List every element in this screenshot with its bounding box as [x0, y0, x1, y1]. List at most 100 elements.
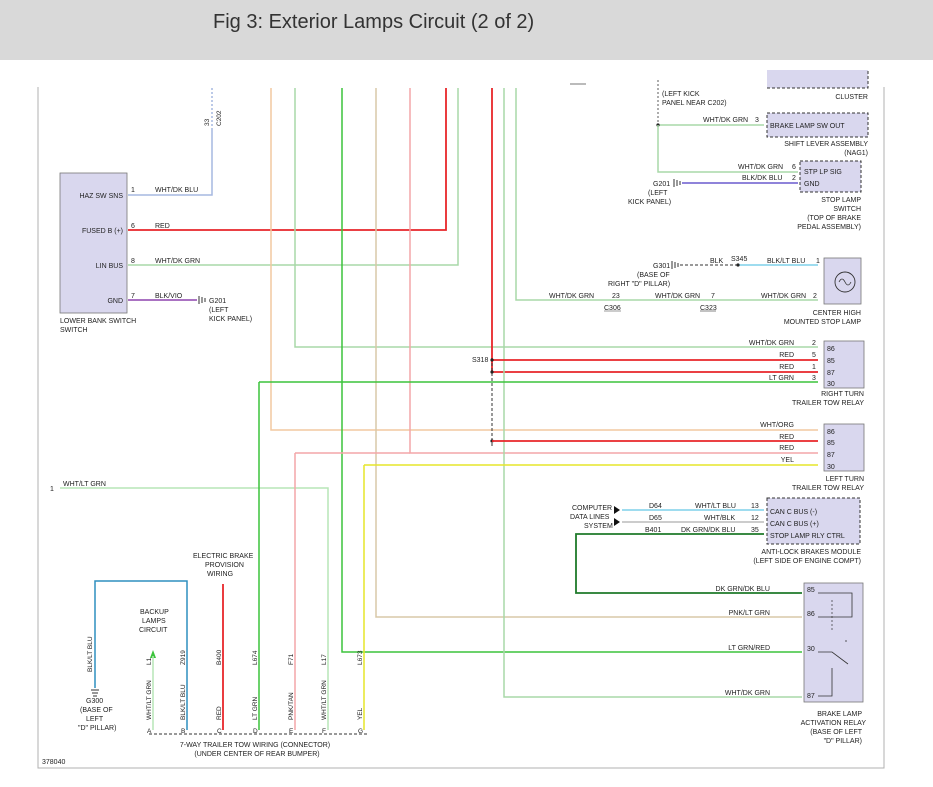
wire-label-blk-dk-blu: BLK/DK BLU: [742, 175, 782, 182]
computer-label-3: SYSTEM: [584, 523, 613, 530]
wire-stp-lp-sig: [657, 125, 798, 173]
ground-g301-loc-1: (BASE OF: [637, 272, 670, 279]
blr-name-2: ACTIVATION RELAY: [801, 720, 867, 727]
blr-term-86: 86: [807, 611, 815, 618]
trailer-connector-name: 7-WAY TRAILER TOW WIRING (CONNECTOR): [180, 742, 330, 749]
rt-wire-label-30: LT GRN: [769, 375, 794, 382]
cluster-box-border: [767, 70, 869, 89]
lt-wire-label-87: RED: [779, 445, 794, 452]
ground-symbol-g301: [671, 261, 679, 269]
right-turn-relay-box: [823, 340, 865, 389]
wire-pnk-tan-top: [409, 88, 818, 454]
lower-bank-switch-label: LOWER BANK SWITCH: [60, 318, 136, 325]
rt-wire-label-87: RED: [779, 364, 794, 371]
blr-wire-label-30: LT GRN/RED: [728, 645, 770, 652]
stop-lamp-name-1: STOP LAMP: [821, 197, 861, 204]
connector-c323-label: C323: [700, 305, 717, 312]
pin-num-stop-gnd: 2: [792, 175, 796, 182]
figure-number: 378040: [42, 759, 65, 766]
circuit-d64: D64: [649, 503, 662, 510]
ground-g201-loc-2: KICK PANEL): [209, 316, 252, 323]
diagram-frame: [37, 87, 885, 769]
backup-label-3: CIRCUIT: [139, 627, 168, 634]
wire-label-chmsl-2: WHT/DK GRN: [655, 293, 700, 300]
trailer-wire-a: WHT/LT GRN: [146, 680, 153, 720]
blr-wire-label-87: WHT/DK GRN: [725, 690, 770, 697]
trailer-wire-c: RED: [216, 706, 223, 720]
wire-wht-dk-blu: [128, 130, 213, 196]
connector-c306-pin: 23: [612, 293, 620, 300]
blr-name-3: (BASE OF LEFT: [810, 729, 862, 736]
g300-loc-2: LEFT: [86, 716, 104, 723]
left-input-pin: 1: [50, 486, 54, 493]
connector-c306-label: C306: [604, 305, 621, 312]
ground-g201-b-loc-1: (LEFT: [648, 190, 668, 197]
pin-num-1: 1: [131, 187, 135, 194]
blr-term-87: 87: [807, 693, 815, 700]
stop-lamp-pin-label-1: STP LP SIG: [804, 169, 842, 176]
trailer-pin-g: G: [358, 728, 363, 735]
blr-term-30: 30: [807, 646, 815, 653]
ground-symbol-g300: [91, 689, 99, 697]
wire-label-chmsl-1: WHT/DK GRN: [549, 293, 594, 300]
wire-label-wht-dk-blu: WHT/DK BLU: [155, 187, 198, 194]
splice-dot-s318-a: [490, 358, 494, 362]
shift-lever-name-2: (NAG1): [844, 150, 868, 157]
abs-pin-label-3: STOP LAMP RLY CTRL: [770, 533, 845, 540]
pin-num-6: 6: [131, 223, 135, 230]
lt-wire-label-85: RED: [779, 434, 794, 441]
trailer-wire-f: WHT/LT GRN: [321, 680, 328, 720]
trailer-pin-e: E: [289, 728, 294, 735]
brake-lamp-relay-box: [803, 582, 864, 703]
relay-switch-contacts: [818, 640, 849, 697]
blr-wire-label-85: DK GRN/DK BLU: [716, 586, 770, 593]
pin-num-shift: 3: [755, 117, 759, 124]
pin-num-stp-lp: 6: [792, 164, 796, 171]
wire-wht-dk-grn-87: [503, 88, 802, 698]
ground-g301-label: G301: [653, 263, 670, 270]
wire-label-shift: WHT/DK GRN: [703, 117, 748, 124]
stop-lamp-pin-label-2: GND: [804, 181, 820, 188]
ground-g201-b-loc-2: KICK PANEL): [628, 199, 671, 206]
lamp-bulb-icon: [834, 271, 856, 293]
trailer-wire-g: YEL: [357, 707, 364, 720]
pin-label-gnd: GND: [107, 298, 123, 305]
chmsl-pin-1: 1: [816, 258, 820, 265]
rt-term-87: 87: [827, 370, 835, 377]
lt-term-86: 86: [827, 429, 835, 436]
ground-symbol-g201-a: [198, 296, 206, 304]
lt-wire-label-30: YEL: [781, 457, 794, 464]
pin-label-haz-sw-sns: HAZ SW SNS: [79, 193, 123, 200]
rt-term-30: 30: [827, 381, 835, 388]
trailer-circuit-l673: L673: [357, 650, 364, 665]
chmsl-name-2: MOUNTED STOP LAMP: [784, 319, 861, 326]
lt-term-30: 30: [827, 464, 835, 471]
trailer-circuit-f71: F71: [288, 653, 295, 665]
rt-term-86: 86: [827, 346, 835, 353]
wire-wht-org: [270, 88, 818, 431]
wire-label-b401: DK GRN/DK BLU: [681, 527, 735, 534]
blr-wire-label-86: PNK/LT GRN: [729, 610, 770, 617]
circuit-b401: B401: [645, 527, 661, 534]
rt-wire-label-85: RED: [779, 352, 794, 359]
trailer-pin-c: C: [217, 728, 222, 735]
ground-g201-label: G201: [209, 298, 226, 305]
ground-symbol-g201-b: [673, 179, 681, 187]
wire-label-chmsl-3: WHT/DK GRN: [761, 293, 806, 300]
connector-c323-pin: 7: [711, 293, 715, 300]
g300-loc-3: "D" PILLAR): [78, 725, 116, 732]
stop-lamp-switch-box: [799, 160, 862, 193]
lt-term-87: 87: [827, 452, 835, 459]
cluster-label: CLUSTER: [835, 94, 868, 101]
g300-label: G300: [86, 698, 103, 705]
blr-name-4: "D" PILLAR): [824, 738, 862, 745]
wire-wht-lt-grn-l17: [60, 487, 329, 730]
wire-label-red-fused: RED: [155, 223, 170, 230]
trailer-pin-f: F: [322, 728, 326, 735]
ebrake-label-3: WIRING: [207, 571, 233, 578]
trailer-pin-a: A: [147, 728, 152, 735]
ground-g201-b-label: G201: [653, 181, 670, 188]
cluster-box: [767, 70, 868, 88]
lt-wire-label-86: WHT/ORG: [760, 422, 794, 429]
